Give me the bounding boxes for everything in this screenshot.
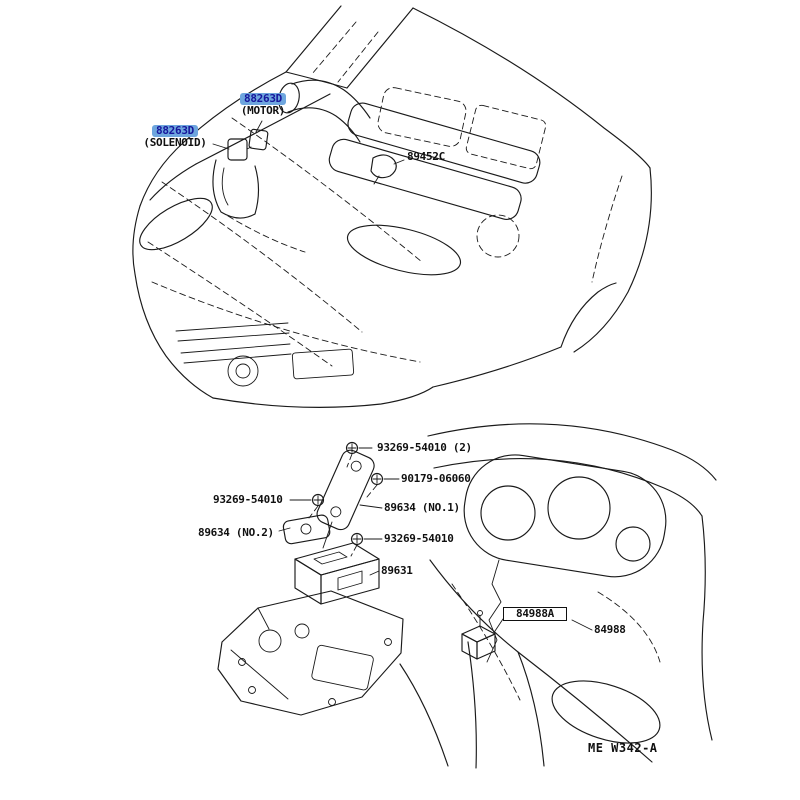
ecu-bracket-no1	[316, 449, 375, 549]
callout-93269-54010-left[interactable]: 93269-54010	[213, 493, 283, 506]
ecu-bracket-no2	[282, 514, 331, 545]
top-leader-lines	[212, 120, 405, 165]
screw-icon	[345, 441, 359, 455]
callout-89634-no2[interactable]: 89634 (NO.2)	[198, 526, 274, 539]
part-number-highlighted[interactable]: 88263D	[152, 124, 198, 138]
part-number-boxed[interactable]: 84988A	[503, 607, 567, 622]
callout-88263d-motor[interactable]: 88263D (MOTOR)	[232, 92, 294, 118]
part-number[interactable]: 89634 (NO.1)	[384, 501, 460, 514]
callout-88263d-solenoid[interactable]: 88263D (SOLENOID)	[135, 124, 215, 150]
part-number[interactable]: 89631	[381, 564, 413, 577]
drawing-code: ME W342-A	[588, 741, 658, 755]
callout-89452c[interactable]: 89452C	[407, 150, 445, 163]
callout-89631[interactable]: 89631	[381, 564, 413, 577]
callout-93269-54010-x2[interactable]: 93269-54010 (2)	[377, 441, 472, 454]
bottom-leader-lines	[278, 447, 593, 632]
sensor-part	[370, 154, 397, 185]
callout-93269-54010-mid[interactable]: 93269-54010	[384, 532, 454, 545]
callout-89634-no1[interactable]: 89634 (NO.1)	[384, 501, 460, 514]
gauge-right	[547, 476, 611, 540]
part-number-highlighted[interactable]: 88263D	[240, 92, 286, 106]
callout-84988[interactable]: 84988	[594, 623, 626, 636]
callout-84988a[interactable]: 84988A	[503, 607, 567, 622]
gauge-small	[615, 526, 651, 562]
actuator-parts	[212, 128, 306, 253]
car-front-view	[132, 5, 652, 408]
part-number[interactable]: 90179-06060	[401, 472, 471, 485]
receiver-part	[461, 610, 496, 660]
gauge-left	[480, 485, 536, 541]
part-number[interactable]: 89634 (NO.2)	[198, 526, 274, 539]
ecu-box	[294, 542, 380, 605]
part-number[interactable]: 93269-54010 (2)	[377, 441, 472, 454]
part-number[interactable]: 93269-54010	[213, 493, 283, 506]
engine-assembly	[278, 79, 547, 276]
callout-90179-06060[interactable]: 90179-06060	[401, 472, 471, 485]
part-number[interactable]: 93269-54010	[384, 532, 454, 545]
part-desc-solenoid: (SOLENOID)	[143, 136, 207, 150]
screw-icon	[311, 493, 325, 507]
headlight-outline	[139, 197, 213, 251]
screw-icon	[370, 472, 384, 486]
part-desc-motor: (MOTOR)	[240, 104, 286, 118]
part-number[interactable]: 89452C	[407, 150, 445, 163]
part-number[interactable]: 84988	[594, 623, 626, 636]
floor-panel	[217, 590, 404, 716]
dashboard-view	[399, 423, 717, 769]
screw-icon	[350, 532, 364, 546]
screw-icons	[308, 441, 384, 557]
